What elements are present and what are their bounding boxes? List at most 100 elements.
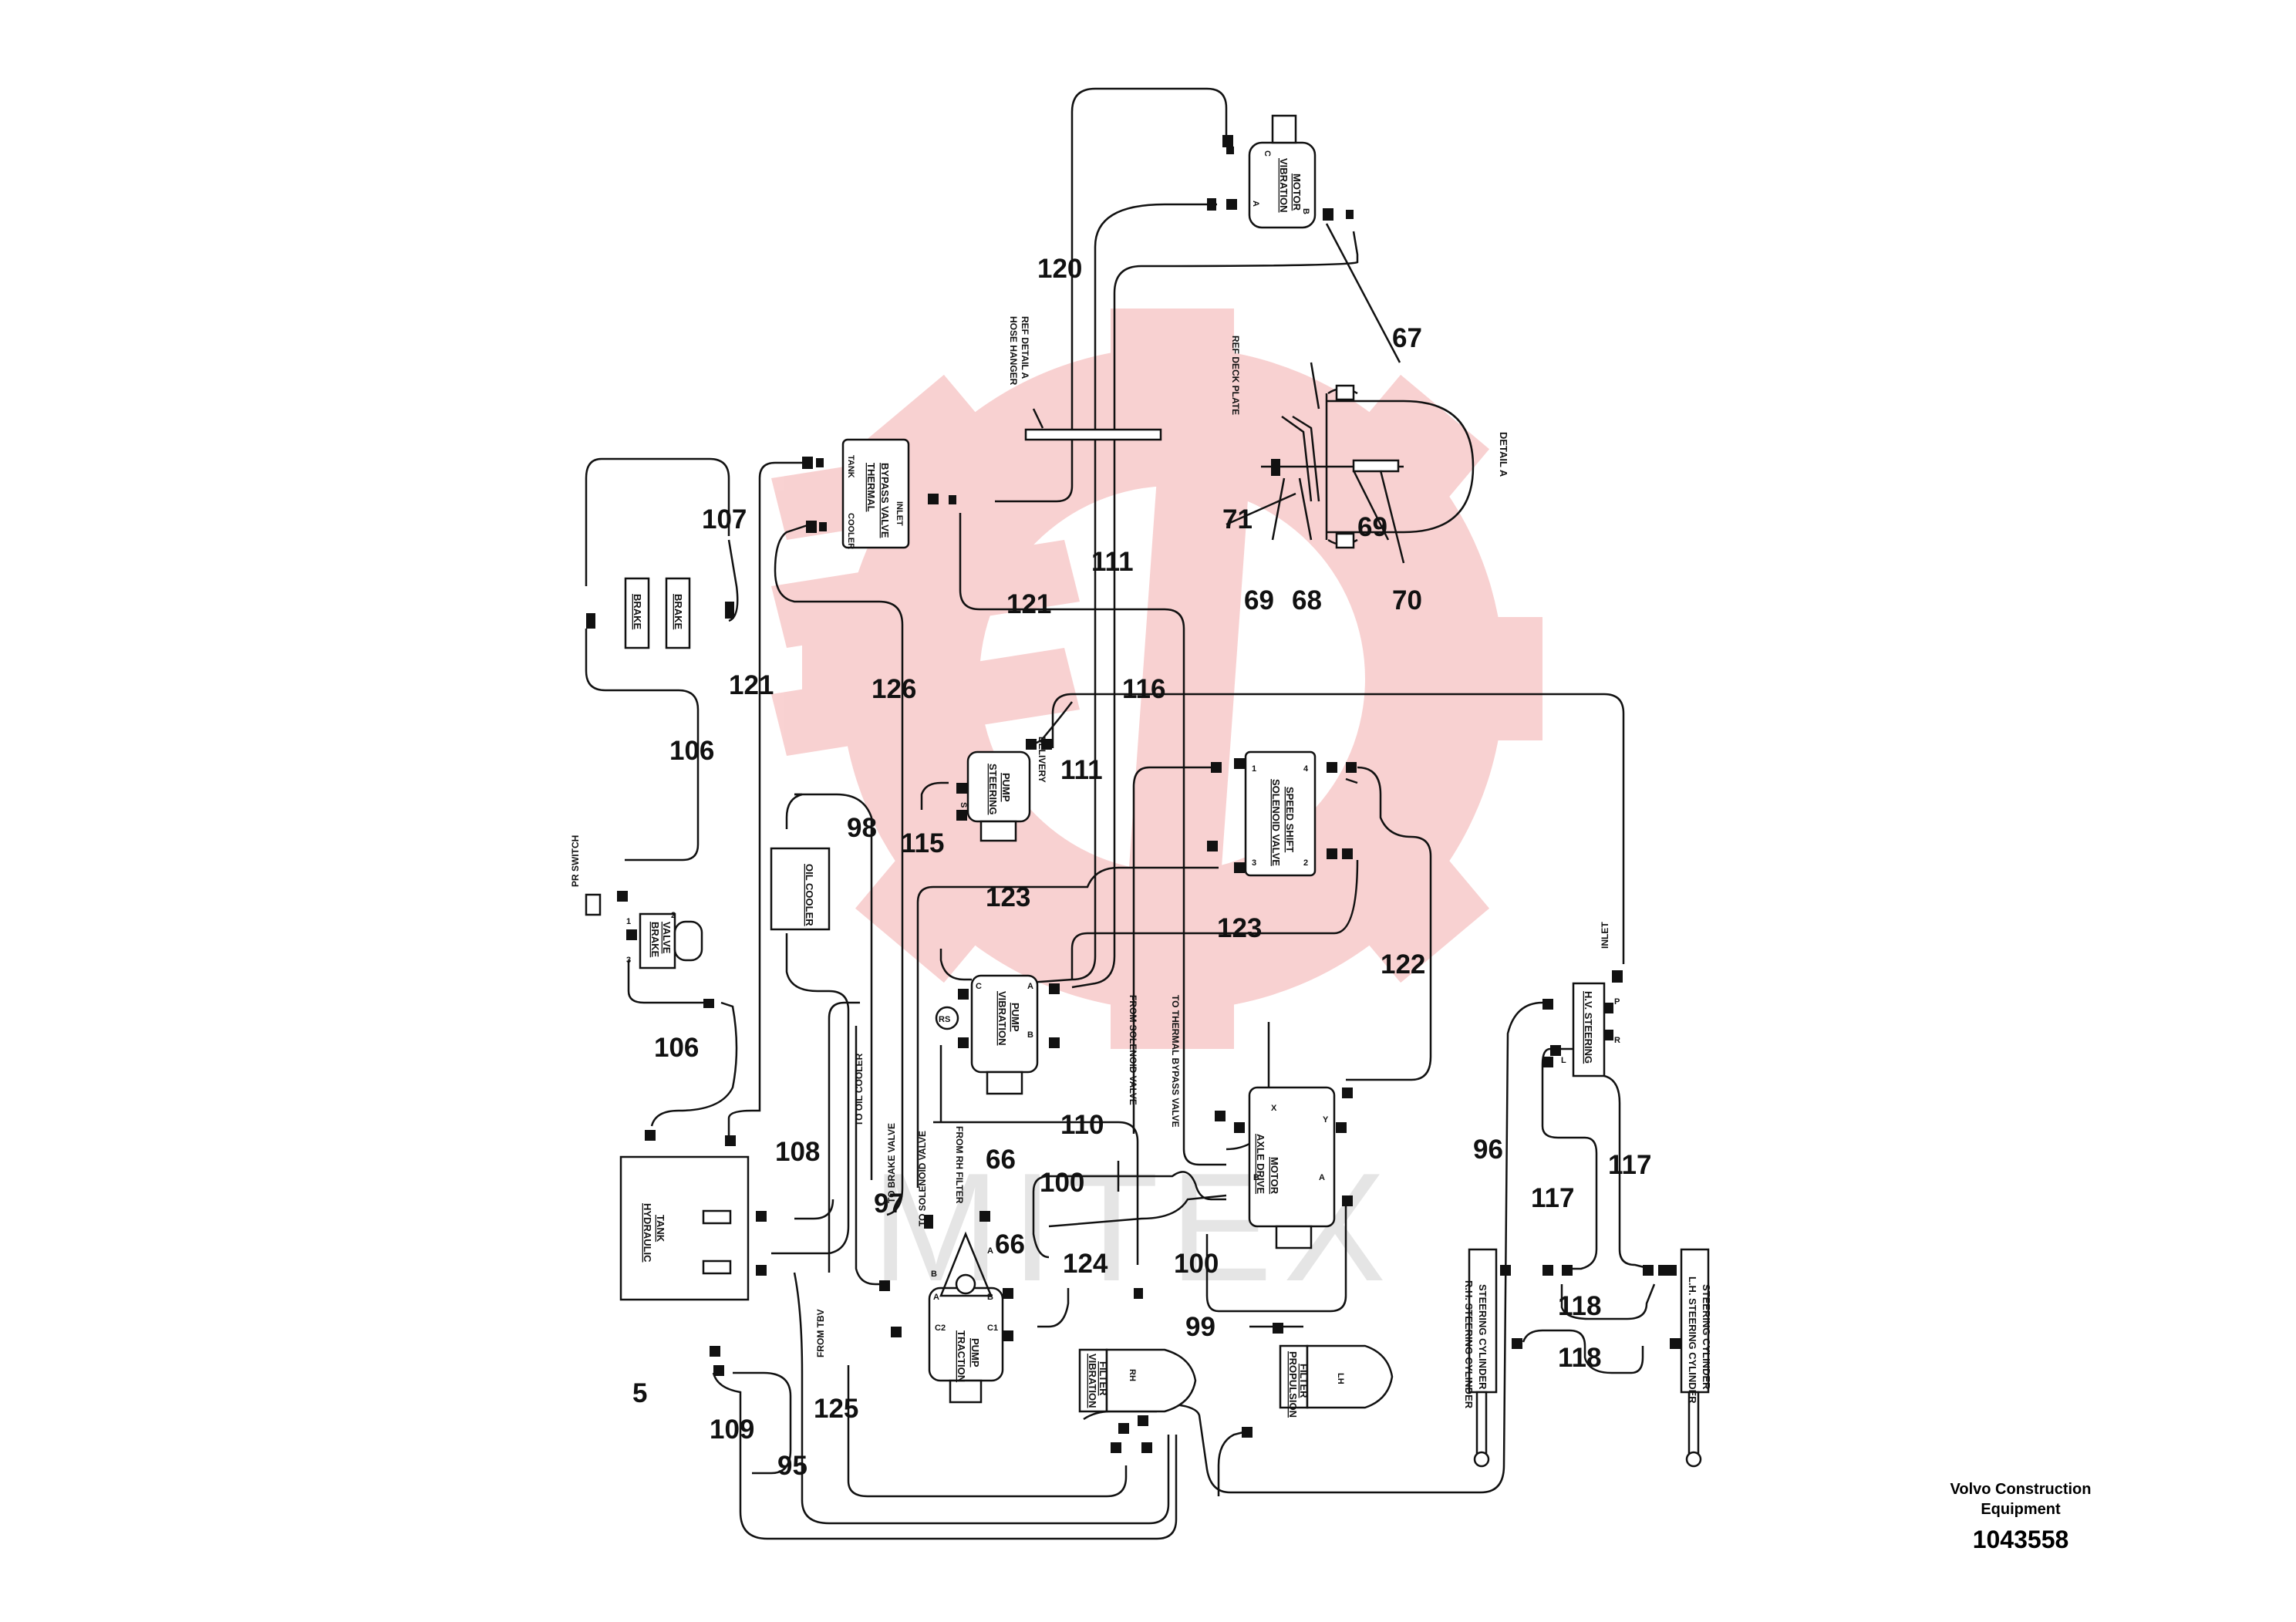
callout-120: 120 — [1037, 254, 1082, 284]
to-brake-valve-label: TO BRAKE VALVE — [886, 1123, 897, 1203]
brake-valve: BRAKE VALVE 1 2 3 — [626, 911, 703, 969]
port-inlet: INLET — [895, 501, 904, 526]
vibration-filter-label-2: FILTER — [1097, 1361, 1109, 1396]
brake-1-label: BRAKE — [632, 594, 643, 630]
solenoid-port-4: 4 — [1303, 764, 1309, 774]
rh-steering-cylinder: R.H. STEERING CYLINDER STEERING CYLINDER — [1463, 1248, 1498, 1468]
rs-port: RS — [939, 1015, 950, 1024]
callout-121b: 121 — [729, 670, 774, 700]
callout-122: 122 — [1381, 949, 1425, 980]
traction-pump-label-2: PUMP — [969, 1338, 981, 1367]
callout-110: 110 — [1060, 1110, 1104, 1140]
callout-95: 95 — [777, 1451, 807, 1481]
callout-69a: 69 — [1357, 512, 1387, 542]
vibration-motor-label-2: MOTOR — [1291, 174, 1303, 211]
hv-port-l: L — [1561, 1056, 1566, 1065]
brake-port-2: 2 — [671, 911, 676, 920]
port-s: S — [959, 802, 968, 808]
from-solenoid-valve-label: FROM SOLENOID VALVE — [1128, 995, 1138, 1105]
callout-66a: 66 — [986, 1145, 1016, 1175]
steering-pump-label-1: STEERING — [987, 764, 999, 814]
port-b: B — [1301, 208, 1310, 214]
callout-109: 109 — [710, 1415, 754, 1445]
callout-99: 99 — [1185, 1312, 1215, 1342]
brake-2: BRAKE — [665, 577, 691, 649]
lh-cylinder-label-2: STEERING CYLINDER — [1701, 1284, 1712, 1390]
axle-port-a: A — [1319, 1173, 1325, 1182]
part-number: 1043558 — [1972, 1526, 2069, 1553]
steering-pump-label-2: PUMP — [1000, 773, 1012, 802]
vibration-motor-label-1: VIBRATION — [1278, 158, 1290, 213]
vibration-filter-label-1: VIBRATION — [1087, 1354, 1098, 1408]
vibration-pump-label-1: VIBRATION — [996, 991, 1008, 1046]
brake-port-1: 1 — [626, 917, 631, 926]
vibration-motor: VIBRATION MOTOR A C B — [1248, 114, 1317, 229]
callout-117a: 117 — [1531, 1183, 1574, 1213]
callout-123a: 123 — [986, 882, 1030, 912]
thermal-bypass-valve-label-2: BYPASS VALVE — [879, 463, 891, 538]
brake-2-label: BRAKE — [673, 594, 684, 630]
brand-line-1: Volvo Construction — [1950, 1481, 2092, 1498]
steering-pump: STEERING PUMP DELIVERY S — [959, 737, 1047, 842]
delivery-label: DELIVERY — [1037, 737, 1047, 783]
callout-68: 68 — [1292, 585, 1322, 615]
axle-drive-label-2: MOTOR — [1269, 1157, 1280, 1195]
callout-100a: 100 — [1040, 1168, 1084, 1198]
solenoid-valve-speed-shift: SOLENOID VALVE SPEED SHIFT 1 4 3 2 — [1244, 750, 1317, 877]
hose-hanger-label-1: HOSE HANGER — [1008, 316, 1019, 386]
callout-111a: 111 — [1091, 547, 1134, 577]
hv-steering: H.V. STEERING P R L INLET — [1561, 922, 1620, 1077]
port-a: A — [1251, 201, 1260, 207]
traction-pump: TRACTION PUMP C2 C1 B A B A — [928, 1231, 1004, 1404]
callout-126: 126 — [872, 674, 916, 704]
hose-hanger: HOSE HANGER REF DETAIL A — [1008, 316, 1162, 441]
to-oil-cooler-label: TO OIL COOLER — [854, 1053, 865, 1126]
hv-port-r: R — [1614, 1036, 1620, 1045]
hydraulic-tank-label-2: TANK — [655, 1215, 666, 1243]
solenoid-port-3: 3 — [1252, 858, 1256, 868]
lh-cylinder-label-1: L.H. STEERING CYLINDER — [1687, 1276, 1698, 1404]
hose-hanger-label-2: REF DETAIL A — [1020, 316, 1030, 379]
traction-port-a2: A — [987, 1246, 993, 1256]
callout-118b: 118 — [1558, 1343, 1601, 1373]
callout-106b: 106 — [654, 1033, 699, 1063]
vib-pump-port-c: C — [976, 982, 982, 991]
solenoid-valve-label-1: SOLENOID VALVE — [1270, 779, 1282, 866]
traction-port-c2: C2 — [935, 1324, 946, 1333]
callout-97: 97 — [874, 1189, 904, 1219]
traction-port-a: A — [933, 1293, 939, 1302]
detail-a: REF DECK PLATE DETAIL A — [1226, 223, 1509, 564]
port-tank: TANK — [846, 455, 855, 478]
fittings — [586, 135, 1681, 1453]
from-tbv-label: FROM TBV — [815, 1309, 826, 1357]
callout-125: 125 — [814, 1394, 858, 1424]
lh-filter-label: LH — [1336, 1373, 1345, 1384]
callout-124: 124 — [1063, 1249, 1108, 1279]
from-rh-filter-label: FROM RH FILTER — [954, 1126, 965, 1204]
ref-deck-plate-label: REF DECK PLATE — [1230, 336, 1241, 415]
to-solenoid-valve-label: TO SOLENOID VALVE — [917, 1131, 928, 1226]
callout-98: 98 — [847, 813, 877, 843]
callout-69b: 69 — [1244, 585, 1274, 615]
watermark-logo — [771, 309, 1542, 1049]
vibration-pump: RS VIBRATION PUMP A B C — [935, 974, 1039, 1095]
axle-drive-label-1: AXLE DRIVE — [1255, 1134, 1266, 1194]
axle-port-y: Y — [1323, 1115, 1329, 1125]
rh-cylinder-label-2: STEERING CYLINDER — [1477, 1284, 1489, 1390]
callout-107: 107 — [702, 504, 747, 534]
hose-lines — [585, 87, 1656, 1540]
callout-100b: 100 — [1174, 1249, 1219, 1279]
vibration-filter: VIBRATION FILTER RH — [1078, 1348, 1197, 1413]
callout-118a: 118 — [1558, 1291, 1601, 1321]
callout-108: 108 — [775, 1137, 820, 1167]
oil-cooler: OIL COOLER — [770, 847, 831, 931]
callout-121a: 121 — [1006, 589, 1051, 619]
traction-port-b2: B — [931, 1270, 937, 1279]
callout-67: 67 — [1392, 323, 1422, 353]
traction-port-c1: C1 — [987, 1324, 998, 1333]
port-c: C — [1263, 150, 1272, 157]
callout-71: 71 — [1222, 504, 1253, 534]
callout-66b: 66 — [995, 1229, 1025, 1259]
callouts: 120 67 71 69 69 68 70 107 111 121 121 12… — [632, 254, 1651, 1481]
